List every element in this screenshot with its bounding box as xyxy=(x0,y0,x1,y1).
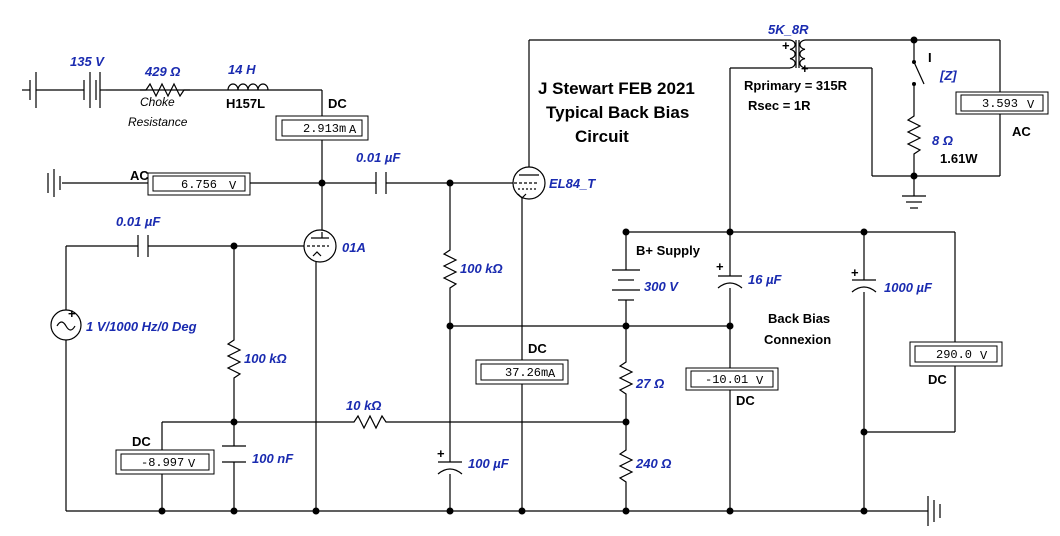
meter-value: 290.0 xyxy=(936,348,972,362)
svg-text:+: + xyxy=(851,265,859,280)
meter-mode-label: DC xyxy=(132,434,151,449)
cap-100nf-symbol xyxy=(222,445,246,463)
grid-resistor-01a-value: 100 kΩ xyxy=(244,351,287,366)
cap-100nf-value: 100 nF xyxy=(252,451,294,466)
ground-symbol-load xyxy=(902,195,926,209)
resistor-10k-value: 10 kΩ xyxy=(346,398,381,413)
output-transformer-symbol: + + xyxy=(782,38,809,76)
choke-inductance-value: 14 H xyxy=(228,62,256,77)
meter-dc-back-bias: -10.01 V xyxy=(685,367,779,391)
meter-value: 6.756 xyxy=(181,178,217,192)
tube-el84-symbol xyxy=(512,166,546,200)
svg-text:+: + xyxy=(782,38,790,53)
meter-dc-el84: 37.26m A xyxy=(475,359,569,385)
b-supply-voltage: 300 V xyxy=(644,279,679,294)
meter-unit: A xyxy=(548,367,556,381)
svg-text:+: + xyxy=(801,61,809,76)
grid-resistor-el84-value: 100 kΩ xyxy=(460,261,503,276)
meter-unit: V xyxy=(980,349,988,363)
coupling-cap-top-symbol xyxy=(375,172,387,194)
rprimary-label: Rprimary = 315R xyxy=(744,78,848,93)
meter-mode-label: DC xyxy=(528,341,547,356)
title-line-2: Typical Back Bias xyxy=(546,103,689,122)
resistor-27-symbol xyxy=(618,356,634,396)
meter-unit: V xyxy=(188,457,196,471)
svg-text:+: + xyxy=(68,306,76,321)
cap-100uf-value: 100 µF xyxy=(468,456,510,471)
coupling-cap-input-value: 0.01 µF xyxy=(116,214,161,229)
meter-value: 37.26m xyxy=(505,366,548,380)
meter-unit: A xyxy=(349,123,357,137)
cap-1000uf-value: 1000 µF xyxy=(884,280,933,295)
grid-resistor-01a-symbol xyxy=(226,334,242,380)
choke-resistance-note-1: Choke xyxy=(140,95,175,109)
ac-source-symbol: + xyxy=(50,306,82,341)
junction-dots xyxy=(158,36,918,515)
transformer-label: 5K_8R xyxy=(768,22,809,37)
cap-100uf-symbol: + xyxy=(437,446,463,475)
ground-symbol-right xyxy=(920,496,941,526)
switch-label: [Z] xyxy=(939,68,957,83)
wires xyxy=(62,39,1001,512)
meter-unit: V xyxy=(1027,98,1035,112)
load-resistor-value: 8 Ω xyxy=(932,133,953,148)
tube-01a-label: 01A xyxy=(342,240,366,255)
tube-01a-symbol xyxy=(303,229,337,263)
tube-el84-label: EL84_T xyxy=(549,176,596,191)
grid-resistor-el84-symbol xyxy=(442,244,458,290)
ground-symbol-left xyxy=(47,169,61,197)
b-supply-label: B+ Supply xyxy=(636,243,701,258)
meter-mode-label: AC xyxy=(130,168,149,183)
battery-135v-label: 135 V xyxy=(70,54,105,69)
resistor-10k-symbol xyxy=(350,414,390,430)
meter-ac-output: 3.593 V xyxy=(955,91,1049,115)
title-line-1: J Stewart FEB 2021 xyxy=(538,79,695,98)
meter-mode-label: DC xyxy=(328,96,347,111)
ac-source-label: 1 V/1000 Hz/0 Deg xyxy=(86,319,197,334)
resistor-240-value: 240 Ω xyxy=(635,456,671,471)
battery-135v-symbol xyxy=(22,72,106,108)
meter-unit: V xyxy=(229,179,237,193)
coupling-cap-input-symbol xyxy=(137,235,149,257)
svg-text:+: + xyxy=(437,446,445,461)
back-bias-label-1: Back Bias xyxy=(768,311,830,326)
meter-dc-bias: -8.997 V xyxy=(115,449,215,475)
coupling-cap-top-value: 0.01 µF xyxy=(356,150,401,165)
cap-16uf-symbol: + xyxy=(716,259,743,289)
choke-resistance-value: 429 Ω xyxy=(144,64,180,79)
switch-key-label: I xyxy=(928,50,932,65)
meter-mode-label: AC xyxy=(1012,124,1031,139)
choke-inductor-symbol xyxy=(227,83,269,91)
meter-ac-left: 6.756 V xyxy=(147,172,251,196)
title-line-3: Circuit xyxy=(575,127,629,146)
choke-resistor-symbol xyxy=(140,82,190,98)
meter-value: 2.913m xyxy=(303,122,346,136)
meter-mode-label: DC xyxy=(928,372,947,387)
choke-part-label: H157L xyxy=(226,96,265,111)
meter-dc-supply: 290.0 V xyxy=(909,341,1003,367)
resistor-240-symbol xyxy=(618,444,634,484)
back-bias-label-2: Connexion xyxy=(764,332,831,347)
rsec-label: Rsec = 1R xyxy=(748,98,811,113)
svg-text:+: + xyxy=(716,259,724,274)
meter-mode-label: DC xyxy=(736,393,755,408)
meter-value: -8.997 xyxy=(141,456,184,470)
load-resistor-symbol xyxy=(906,110,922,156)
b-supply-battery-symbol xyxy=(612,269,640,301)
choke-resistance-note-2: Resistance xyxy=(128,115,188,129)
load-power-label: 1.61W xyxy=(940,151,978,166)
meter-unit: V xyxy=(756,374,764,388)
cap-1000uf-symbol: + xyxy=(851,265,877,293)
meter-dc-choke: 2.913m A xyxy=(275,115,369,141)
cap-16uf-value: 16 µF xyxy=(748,272,783,287)
meter-value: -10.01 xyxy=(705,373,748,387)
resistor-27-value: 27 Ω xyxy=(635,376,664,391)
meter-value: 3.593 xyxy=(982,97,1018,111)
switch-symbol xyxy=(912,60,925,86)
